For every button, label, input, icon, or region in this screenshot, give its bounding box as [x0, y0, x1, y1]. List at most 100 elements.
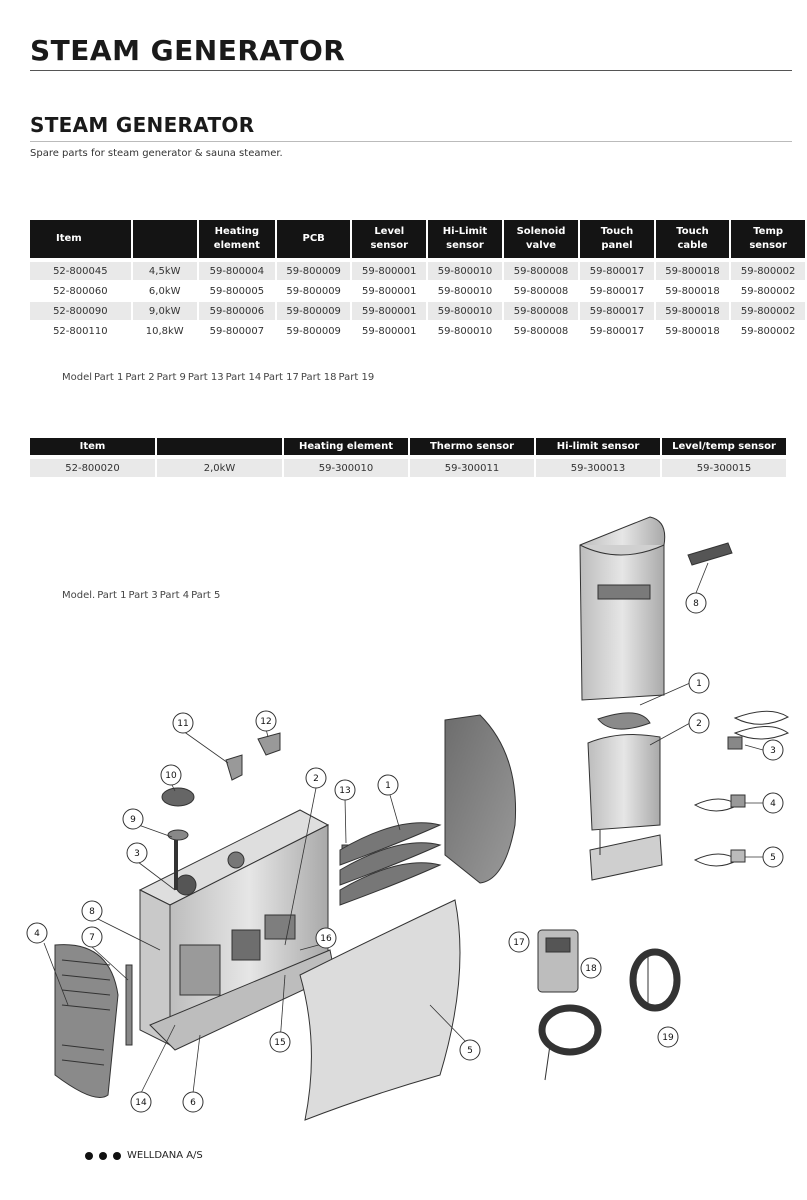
table-cell: Part 1	[94, 371, 124, 383]
callout-marker: 19	[657, 1026, 679, 1048]
callout-marker: 2	[305, 767, 327, 789]
svg-text:2: 2	[313, 774, 319, 784]
table-cell: 59-800008	[503, 262, 579, 280]
table-cell: 59-800001	[352, 302, 427, 320]
callout-marker: 4	[26, 922, 48, 944]
callout-marker: 6	[182, 1091, 204, 1113]
footer-dot-icon	[99, 1151, 107, 1160]
section-subtitle: Spare parts for steam generator & sauna …	[30, 148, 283, 159]
touch-cable-drawing	[538, 1004, 602, 1056]
part-7-drawing	[125, 964, 133, 1046]
table-subheader-row: Model. Part 1 Part 3 Part 4 Part 5	[58, 584, 222, 606]
callout-marker: 12	[255, 710, 277, 732]
table-cell: 2,0kW	[157, 459, 282, 477]
table-row: 52-800045 4,5kW 59-800004 59-800009 59-8…	[30, 262, 805, 280]
table-cell: 59-800002	[740, 325, 796, 337]
footer: WELLDANA A/S	[85, 1150, 203, 1161]
table-cell: Part 3	[128, 589, 158, 601]
svg-text:15: 15	[274, 1038, 285, 1048]
svg-text:5: 5	[770, 853, 776, 863]
table-cell: 10,8kW	[145, 325, 184, 337]
table-cell: 59-800017	[580, 302, 654, 320]
steamer-base-drawing	[589, 834, 663, 881]
table-cell: 59-300011	[410, 459, 534, 477]
exploded-parts-diagram: 8 1 2 3 4 5 1 2 3 4 5 6 7 8 9 10 11 12 1…	[26, 516, 790, 1121]
table-header-cell: Level/temp sensor	[662, 438, 786, 455]
callout-marker: 4	[762, 792, 784, 814]
callout-marker: 3	[762, 739, 784, 761]
table-cell: 59-800008	[513, 285, 569, 297]
table-cell: 59-800010	[437, 285, 493, 297]
table-cell: 9,0kW	[132, 302, 197, 320]
footer-dot-icon	[113, 1151, 121, 1160]
steamer-cabinet-drawing	[579, 516, 666, 701]
svg-text:1: 1	[696, 679, 702, 689]
svg-text:16: 16	[320, 934, 332, 944]
side-grille-drawing	[54, 944, 119, 1098]
table-cell: Part 4	[159, 589, 190, 601]
callout-marker: 17	[508, 931, 530, 953]
table-header-cell: Hi-limit sensor	[536, 438, 660, 455]
svg-text:5: 5	[467, 1046, 473, 1056]
table-cell: 59-800002	[731, 262, 805, 280]
footer-company: WELLDANA A/S	[127, 1150, 203, 1161]
table-cell: 59-800010	[428, 302, 502, 320]
table-row: 52-800090 9,0kW 59-800006 59-800009 59-8…	[30, 302, 805, 320]
table-header-cell: Item	[30, 438, 155, 455]
table-cell: 59-800008	[503, 302, 579, 320]
svg-text:17: 17	[513, 938, 524, 948]
table-cell: 59-800010	[437, 325, 493, 337]
svg-text:10: 10	[165, 771, 177, 781]
table-header-cell: PCB	[276, 220, 351, 258]
footer-dot-icon	[85, 1151, 93, 1160]
table-cell: Part 13	[187, 371, 224, 383]
back-panel-drawing	[444, 714, 517, 884]
callout-marker: 5	[459, 1039, 481, 1061]
svg-text:1: 1	[385, 781, 391, 791]
element-coil-drawing	[597, 712, 651, 730]
svg-text:19: 19	[662, 1033, 674, 1043]
callout-marker: 14	[130, 1091, 152, 1113]
svg-text:14: 14	[135, 1098, 147, 1108]
svg-text:8: 8	[89, 907, 95, 917]
svg-text:2: 2	[696, 719, 702, 729]
callout-marker: 1	[688, 672, 710, 694]
table-cell: 59-300013	[536, 459, 660, 477]
callout-marker: 7	[81, 926, 103, 948]
table-header-row: Item Heating element Thermo sensor Hi-li…	[30, 438, 786, 455]
table-cell: 59-800018	[665, 285, 720, 297]
callout-marker: 13	[334, 779, 356, 801]
table-cell: 59-800005	[209, 285, 265, 297]
table-cell: 59-800002	[731, 302, 805, 320]
part-12-drawing	[257, 732, 281, 756]
callout-marker: 15	[269, 1031, 291, 1053]
table-cell: 59-800018	[665, 325, 720, 337]
title-rule	[30, 70, 792, 71]
table-cell: 59-800017	[589, 285, 645, 297]
callout-marker: 11	[172, 712, 194, 734]
callout-marker: 3	[126, 842, 148, 864]
part-10-drawing	[161, 787, 195, 807]
table-cell: 59-800009	[276, 262, 351, 280]
table-cell: 59-800009	[276, 302, 351, 320]
fuse-strip-drawing	[687, 542, 733, 566]
table-cell: 59-800018	[655, 302, 730, 320]
svg-text:4: 4	[34, 929, 40, 939]
table-row: 52-800110 10,8kW 59-800007 59-800009 59-…	[30, 322, 805, 340]
table-cell: 59-800006	[198, 302, 275, 320]
table-cell: 59-800009	[286, 285, 341, 297]
generator-box-drawing	[138, 809, 336, 1051]
steamer-tank-drawing	[587, 734, 661, 831]
part-11-drawing	[225, 754, 243, 781]
table-cell: Model.	[62, 589, 96, 601]
table-row: 52-800060 6,0kW 59-800005 59-800009 59-8…	[30, 282, 805, 300]
table-cell: Part 17	[263, 371, 299, 383]
table-cell: 59-800004	[198, 262, 275, 280]
table-cell: 59-800017	[580, 262, 654, 280]
